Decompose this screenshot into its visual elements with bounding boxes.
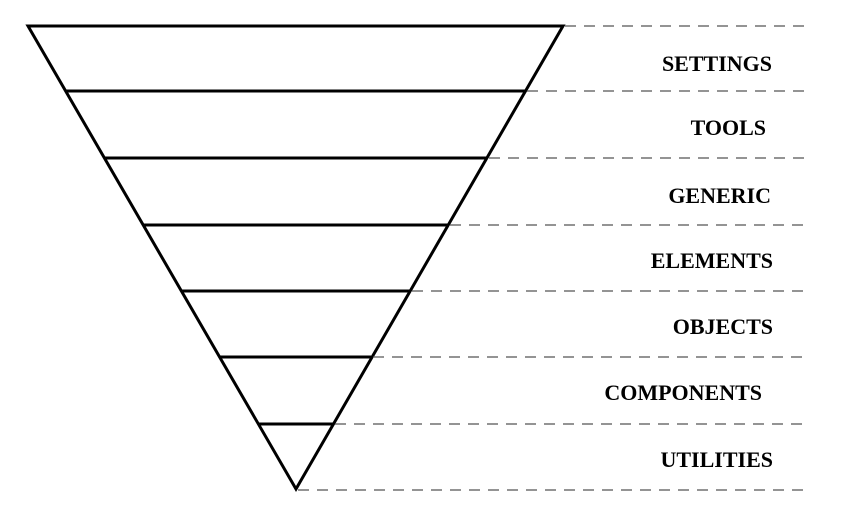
layer-label-objects: OBJECTS bbox=[673, 314, 773, 339]
layer-label-generic: GENERIC bbox=[668, 183, 771, 208]
layer-label-tools: TOOLS bbox=[691, 115, 766, 140]
layer-label-utilities: UTILITIES bbox=[660, 447, 773, 472]
layer-label-elements: ELEMENTS bbox=[651, 248, 773, 273]
layer-label-settings: SETTINGS bbox=[662, 51, 772, 76]
layer-label-components: COMPONENTS bbox=[604, 380, 762, 405]
triangle-outline bbox=[25, 24, 566, 492]
